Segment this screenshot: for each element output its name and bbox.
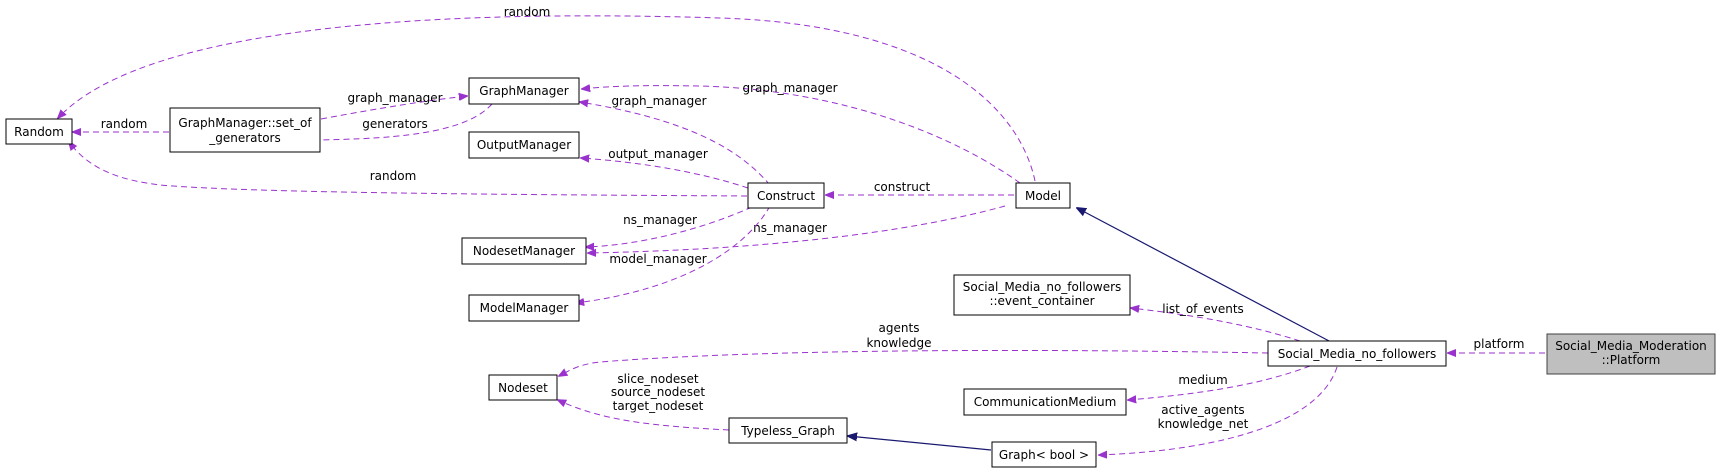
edge-construct-random xyxy=(69,142,748,197)
edge-label-construct-outputmanager: output_manager xyxy=(608,147,708,161)
edge-label-platform-smnf: platform xyxy=(1474,337,1525,351)
svg-text:Social_Media_no_followers::eve: Social_Media_no_followers::event_contain… xyxy=(963,280,1122,308)
node-graphmanager-set-of-generators[interactable]: GraphManager::set_of_generators xyxy=(169,107,321,153)
edge-model-random xyxy=(58,15,1036,182)
svg-text:Construct: Construct xyxy=(757,189,815,203)
svg-text:Random: Random xyxy=(14,125,64,139)
svg-text:NodesetManager: NodesetManager xyxy=(473,244,575,258)
edge-smnf-nodeset xyxy=(559,349,1269,376)
node-social-media-no-followers[interactable]: Social_Media_no_followers xyxy=(1267,340,1447,367)
node-modelmanager[interactable]: ModelManager xyxy=(468,294,580,322)
edge-label-construct-modelmanager: model_manager xyxy=(609,252,706,266)
edge-model-graphmanager xyxy=(582,86,1021,184)
edge-label-construct-nodesetmanager: ns_manager xyxy=(623,213,697,227)
edge-label-smnf-commmedium: medium xyxy=(1178,373,1227,387)
node-random[interactable]: Random xyxy=(5,118,73,145)
edge-label-model-graphmanager: graph_manager xyxy=(742,81,837,95)
edge-label-construct-graphmanager: graph_manager xyxy=(611,94,706,108)
node-graphmanager[interactable]: GraphManager xyxy=(468,77,580,105)
svg-text:GraphManager: GraphManager xyxy=(479,84,568,98)
edge-construct-nodesetmanager xyxy=(586,206,753,247)
node-event-container[interactable]: Social_Media_no_followers::event_contain… xyxy=(953,274,1131,316)
edge-construct-modelmanager xyxy=(576,205,771,303)
edge-construct-outputmanager xyxy=(581,158,749,189)
node-outputmanager[interactable]: OutputManager xyxy=(468,131,580,159)
svg-text:Graph< bool >: Graph< bool > xyxy=(999,448,1089,462)
edge-model-nodesetmanager xyxy=(588,205,1006,253)
edge-graphbool-typeless-inheritance xyxy=(848,436,992,451)
edge-smnf-graphbool xyxy=(1099,366,1338,455)
edge-label-smnf-eventcontainer: list_of_events xyxy=(1162,302,1244,316)
svg-text:Social_Media_no_followers: Social_Media_no_followers xyxy=(1278,347,1437,361)
svg-text:OutputManager: OutputManager xyxy=(477,138,571,152)
node-nodeset[interactable]: Nodeset xyxy=(488,374,558,401)
edge-label-model-construct: construct xyxy=(874,180,931,194)
node-graph-bool[interactable]: Graph< bool > xyxy=(991,441,1097,468)
node-model[interactable]: Model xyxy=(1015,182,1071,209)
edge-label-model-nodesetmanager: ns_manager xyxy=(753,221,827,235)
edge-smnf-commmedium xyxy=(1128,365,1311,400)
edge-label-graphmanager-gmset: generators xyxy=(362,117,428,131)
svg-text:Typeless_Graph: Typeless_Graph xyxy=(740,424,835,438)
svg-text:ModelManager: ModelManager xyxy=(480,301,569,315)
edge-construct-graphmanager xyxy=(580,102,771,186)
edge-label-model-random: random xyxy=(504,5,551,19)
svg-text:Nodeset: Nodeset xyxy=(498,381,548,395)
svg-text:CommunicationMedium: CommunicationMedium xyxy=(974,395,1117,409)
node-communication-medium[interactable]: CommunicationMedium xyxy=(963,388,1127,416)
edge-label-gmset-graphmanager: graph_manager xyxy=(347,91,442,105)
edge-label-gmset-random: random xyxy=(101,117,148,131)
node-construct[interactable]: Construct xyxy=(747,182,825,209)
edge-smnf-model-inheritance xyxy=(1077,208,1332,343)
node-platform[interactable]: Social_Media_Moderation::Platform xyxy=(1546,333,1716,375)
node-nodesetmanager[interactable]: NodesetManager xyxy=(461,237,587,265)
edge-graphmanager-gmset xyxy=(300,103,493,140)
node-typeless-graph[interactable]: Typeless_Graph xyxy=(728,417,848,444)
svg-text:GraphManager::set_of_generator: GraphManager::set_of_generators xyxy=(178,116,312,145)
edge-label-construct-random: random xyxy=(370,169,417,183)
svg-text:Social_Media_Moderation::Platf: Social_Media_Moderation::Platform xyxy=(1555,339,1707,367)
svg-text:Model: Model xyxy=(1025,189,1061,203)
edge-gmset-graphmanager xyxy=(320,96,467,120)
